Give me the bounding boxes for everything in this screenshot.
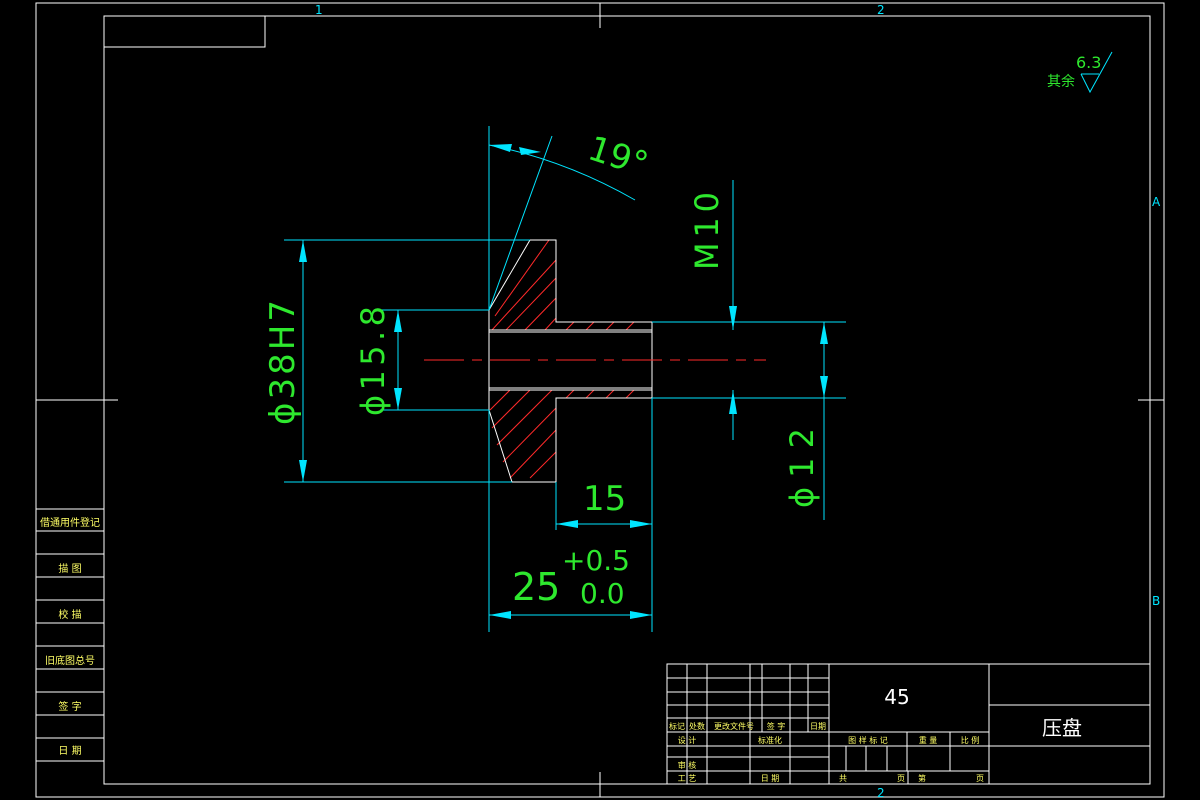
roughness-check-icon xyxy=(1080,51,1113,94)
rev-header-file: 更改文件号 xyxy=(714,721,754,731)
sheet-total-label: 共 xyxy=(839,774,847,783)
zone-label-a: A xyxy=(1152,195,1161,209)
zone-label-b: B xyxy=(1152,594,1160,608)
side-cell-5: 日 期 xyxy=(58,745,81,757)
title-block: 标记 处数 更改文件号 签 字 日期 设 计 标准化 审 核 工 艺 日 期 4… xyxy=(666,663,1151,785)
dim-tolerance-upper: +0.5 xyxy=(562,544,630,577)
material-value: 45 xyxy=(884,685,909,709)
zone-label-bottom-2: 2 xyxy=(877,786,885,800)
dim-outer-diameter: ϕ38H7 xyxy=(263,300,303,425)
sheet-total-unit: 页 xyxy=(897,774,905,783)
side-record-table: 借通用件登记 描 图 校 描 旧底图总号 签 字 日 期 xyxy=(36,508,104,762)
extension-lines xyxy=(284,126,846,632)
zone-label-top-2: 2 xyxy=(877,3,885,17)
side-cell-0: 借通用件登记 xyxy=(40,516,100,529)
surface-finish-label: 其余 xyxy=(1047,73,1075,90)
sheet-number-label: 第 xyxy=(918,773,926,783)
side-cell-4: 签 字 xyxy=(58,700,81,713)
stage-header-mark: 图 样 标 记 xyxy=(848,735,888,745)
side-cell-2: 校 描 xyxy=(58,608,81,621)
rev-header-mark: 标记 xyxy=(669,721,685,731)
dim-length-15: 15 xyxy=(583,479,626,519)
row-date: 日 期 xyxy=(761,774,780,783)
row-review: 审 核 xyxy=(678,760,697,770)
dim-shaft-diameter: ϕ12 xyxy=(783,428,821,508)
dim-angle: 19° xyxy=(583,129,653,186)
rev-header-sign: 签 字 xyxy=(767,721,786,731)
stage-header-scale: 比 例 xyxy=(961,735,980,745)
drawing-frame xyxy=(103,15,1151,785)
outer-sheet-border xyxy=(35,2,1165,798)
dim-thread: M10 xyxy=(688,192,726,270)
side-cell-3: 旧底图总号 xyxy=(45,654,95,667)
part-outline xyxy=(488,239,653,483)
sheet-number-unit: 页 xyxy=(976,774,984,783)
side-cell-1: 描 图 xyxy=(58,562,81,575)
section-hatching xyxy=(489,239,635,479)
part-name: 压盘 xyxy=(1042,716,1082,740)
rev-header-date: 日期 xyxy=(810,722,826,731)
row-design: 设 计 xyxy=(678,735,697,745)
dim-length-25: 25 xyxy=(512,565,560,609)
zone-label-top-1: 1 xyxy=(315,3,323,17)
surface-finish-value: 6.3 xyxy=(1076,53,1101,72)
rev-header-count: 处数 xyxy=(689,721,705,731)
stage-header-weight: 重 量 xyxy=(919,735,938,745)
surface-finish-symbol: 其余 6.3 xyxy=(1047,51,1113,94)
top-left-box xyxy=(104,16,266,48)
dim-inner-diameter: ϕ15.8 xyxy=(354,306,392,416)
dimension-lines xyxy=(299,144,828,619)
row-process: 工 艺 xyxy=(678,774,697,783)
row-standard: 标准化 xyxy=(758,735,782,745)
dim-tolerance-lower: 0.0 xyxy=(580,577,625,610)
